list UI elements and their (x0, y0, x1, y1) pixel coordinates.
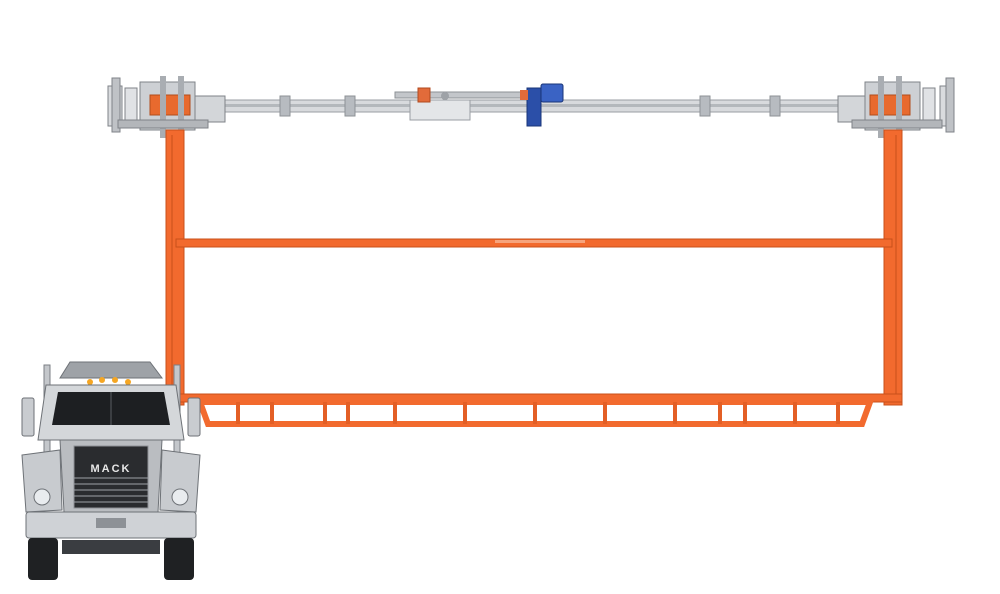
orange-lifting-frame (165, 129, 903, 427)
mack-truck-front: MACK (21, 361, 201, 580)
deck-cross-members (236, 402, 840, 424)
drive-motor (520, 83, 564, 127)
linear-actuator (394, 87, 526, 121)
grille-bars (74, 477, 148, 503)
right-trolley-assembly (837, 76, 955, 138)
left-trolley-assembly (107, 76, 226, 138)
brand-badge: MACK (91, 463, 132, 475)
